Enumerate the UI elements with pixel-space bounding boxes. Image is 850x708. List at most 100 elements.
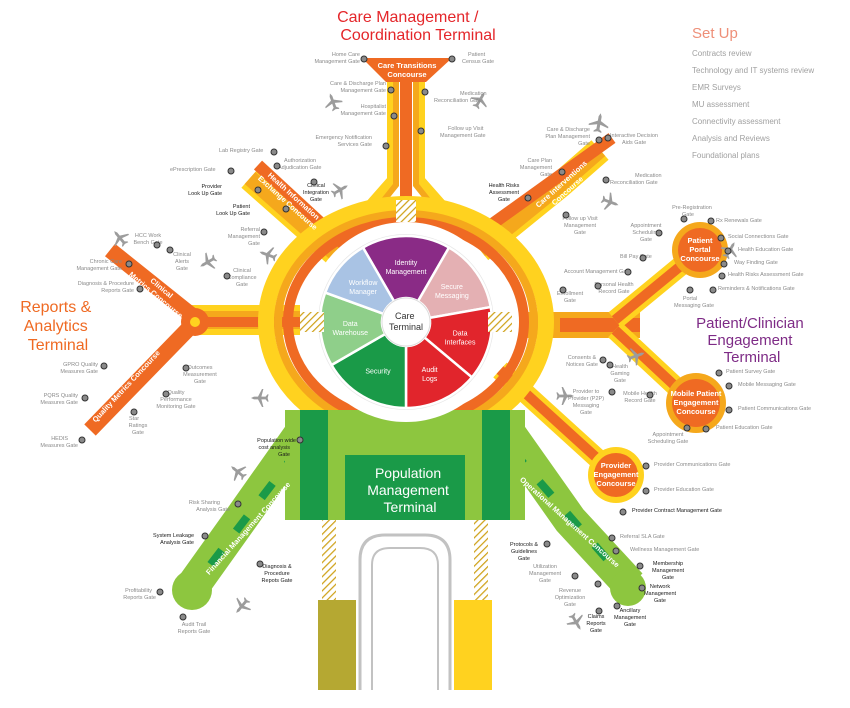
gate-dot-icon [599, 356, 607, 364]
gate-dot-icon [201, 532, 209, 540]
svg-text:Provider Communications Gate: Provider Communications Gate [654, 462, 730, 468]
gate-dot-icon [717, 234, 725, 242]
svg-text:Reminders & Notifications Gate: Reminders & Notifications Gate [718, 286, 795, 292]
svg-text:Care Terminal: Care Terminal [389, 311, 423, 332]
gate-dot-icon [448, 55, 456, 63]
airplane-icon [225, 459, 251, 485]
svg-text:ePrescription Gate: ePrescription Gate [170, 167, 216, 173]
gate-dot-icon [702, 425, 710, 433]
setup-item: Technology and IT systems review [692, 66, 814, 75]
quality-metrics-concourse-label: Quality Metrics Concourse [90, 348, 161, 424]
gate-dot-icon [613, 602, 621, 610]
reports-terminal-title: Reports & Analytics Terminal [20, 299, 96, 354]
core-terminal-label: Terminal [389, 322, 423, 332]
gate-dot-icon [360, 55, 368, 63]
gate-dot-icon [624, 268, 632, 276]
svg-text:Wellness Management Gate: Wellness Management Gate [630, 547, 699, 553]
gate-dot-icon [680, 215, 688, 223]
provider-gates: Provider Communications Gate Provider Ed… [632, 462, 730, 514]
gate-dot-icon [595, 136, 603, 144]
gate-dot-icon [709, 286, 717, 294]
gate-dot-icon [595, 607, 603, 615]
svg-text:Referral SLA Gate: Referral SLA Gate [620, 534, 665, 540]
concourse-roads [84, 70, 707, 600]
setup-panel: Set Up Contracts review Technology and I… [692, 25, 814, 160]
gate-dot-icon [270, 148, 278, 156]
svg-text:Provider Education Gate: Provider Education Gate [654, 487, 714, 493]
operational-hub [610, 570, 646, 606]
gate-dot-icon [78, 436, 86, 444]
svg-text:Patient Survey Gate: Patient Survey Gate [726, 369, 775, 375]
svg-text:Health Risks Assessment Gate: Health Risks Assessment Gate [728, 272, 804, 278]
gate-dot-icon [81, 394, 89, 402]
setup-item: Connectivity assessment [692, 117, 781, 126]
svg-text:Way Finding Gate: Way Finding Gate [734, 260, 778, 266]
gate-dot-icon [558, 168, 566, 176]
gate-dot-icon [166, 246, 174, 254]
gate-dot-icon [182, 364, 190, 372]
svg-text:Social Connections Gate: Social Connections Gate [728, 234, 789, 240]
financial-hub [172, 570, 212, 610]
gate-dot-icon [234, 500, 242, 508]
gate-dot-icon [639, 254, 647, 262]
gate-dot-icon [606, 361, 614, 369]
airplane-icon [107, 225, 133, 251]
gate-dot-icon [310, 178, 318, 186]
svg-text:Consents &Notices Gate: Consents &Notices Gate [566, 355, 598, 368]
gate-dot-icon [720, 260, 728, 268]
gate-dot-icon [130, 408, 138, 416]
gate-dot-icon [179, 613, 187, 621]
airplane-icon [598, 190, 622, 214]
gate-dot-icon [390, 112, 398, 120]
gate-dot-icon [254, 186, 262, 194]
airplane-icon [229, 593, 255, 619]
gate-dot-icon [571, 572, 579, 580]
svg-text:Patient Education Gate: Patient Education Gate [716, 425, 773, 431]
gate-dot-icon [608, 388, 616, 396]
gate-dot-icon [382, 142, 390, 150]
gate-dot-icon [715, 369, 723, 377]
segment-label-security: Security [365, 368, 391, 375]
gate-dot-icon [260, 228, 268, 236]
gate-dot-icon [646, 391, 654, 399]
setup-item: Foundational plans [692, 151, 760, 160]
terminal-base [318, 520, 492, 690]
svg-text:Rx Renewals Gate: Rx Renewals Gate [716, 218, 762, 224]
